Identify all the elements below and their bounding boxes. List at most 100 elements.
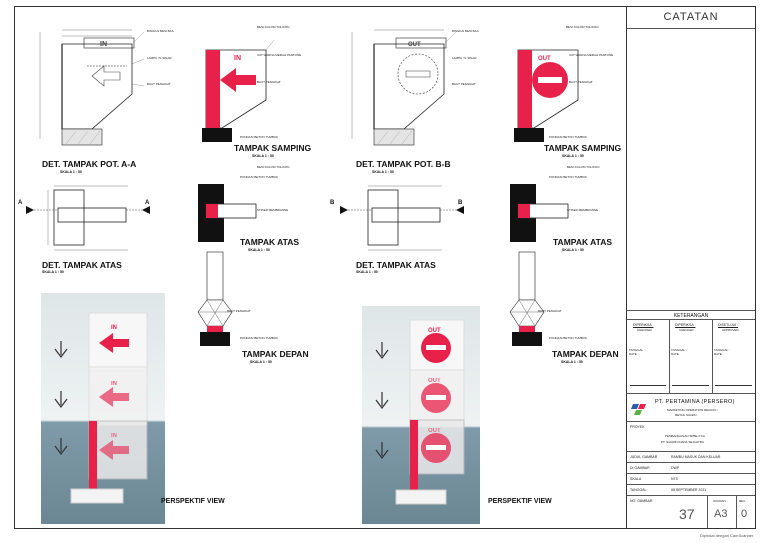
section-a-left: A bbox=[18, 200, 23, 206]
svg-text:IN: IN bbox=[111, 433, 117, 439]
scale-tampak-depan-in: SKALA 1 : 50 bbox=[250, 360, 272, 364]
approved-label: APPROVED bbox=[722, 328, 739, 332]
note-pondasi-a: PONDASI BETON TUMBUK bbox=[240, 135, 279, 139]
judul-value: RAMBU MASUK DAN KELUAR bbox=[671, 455, 721, 459]
note-pondasi-depan-b: PONDASI BETON TUMBUK bbox=[549, 336, 588, 340]
note-baut-b2: BAUT PENGIKAT bbox=[569, 80, 593, 84]
date-1-label: DATE bbox=[629, 352, 637, 356]
company-name: PT. PERTAMINA (PERSERO) bbox=[655, 399, 735, 405]
rev-value: 0 bbox=[741, 508, 748, 520]
det-pot-aa-drawing: IN bbox=[39, 29, 145, 146]
note-cat-b: CAT WARNA MERAH PANTONE bbox=[569, 53, 614, 57]
skala-label: SKALA bbox=[630, 477, 642, 481]
scale-det-tampak-atas-b: SKALA 1 : 50 bbox=[356, 270, 378, 274]
catatan-header: CATATAN bbox=[627, 6, 755, 29]
tanggal-1-label: TANGGAL : bbox=[629, 348, 645, 352]
label-tampak-depan-in: TAMPAK DEPAN bbox=[242, 349, 309, 359]
note-baut-b: BAUT PENGIKAT bbox=[452, 82, 476, 86]
digambar-value: DWP bbox=[671, 466, 680, 470]
svg-text:OUT: OUT bbox=[428, 378, 441, 384]
label-tampak-depan-out: TAMPAK DEPAN bbox=[552, 349, 619, 359]
label-perspektif-in: PERSPEKTIF VIEW bbox=[161, 498, 225, 505]
company-sub-2: RETAIL SALES I bbox=[675, 413, 698, 417]
diperiksa-1-label: DIPERIKSA : bbox=[633, 323, 654, 327]
digambar-row: DI GAMBAR DWP bbox=[627, 463, 755, 474]
scale-det-pot-bb: SKALA 1 : 50 bbox=[372, 170, 394, 174]
note-pondasi-atas-a: PONDASI BETON TUMBUK bbox=[240, 175, 279, 179]
tampak-atas-in-drawing bbox=[198, 184, 257, 242]
proyek-label: PROYEK bbox=[630, 425, 645, 429]
section-b-right: B bbox=[458, 200, 463, 206]
label-det-pot-bb: DET. TAMPAK POT. B-B bbox=[356, 159, 451, 169]
tanggal-value: 08 SEPTEMBER 2021 bbox=[671, 488, 707, 492]
judul-row: JUDUL GAMBAR RAMBU MASUK DAN KELUAR bbox=[627, 452, 755, 463]
date-3-label: DATE bbox=[714, 352, 722, 356]
note-besi-kolom-atas-b: BESI KOLOM TOLIKON bbox=[567, 165, 600, 169]
svg-text:IN: IN bbox=[111, 381, 117, 387]
tanggal-2-label: TANGGAL : bbox=[671, 348, 687, 352]
tampak-samping-out-drawing: OUT bbox=[514, 49, 579, 142]
note-baut-depan-b: BAUT PENGIKAT bbox=[538, 309, 562, 313]
keterangan-header: KETERANGAN bbox=[627, 310, 755, 320]
section-a-right: A bbox=[145, 200, 150, 206]
note-stiker-b: STIKER MEMBRANNE bbox=[567, 208, 599, 212]
svg-text:OUT: OUT bbox=[428, 328, 441, 334]
scale-det-tampak-atas-a: SKALA 1 : 50 bbox=[42, 270, 64, 274]
section-b-left: B bbox=[330, 200, 335, 206]
label-tampak-samping-out: TAMPAK SAMPING bbox=[544, 143, 622, 153]
note-besi-kolom-b: BESI KOLOM TOLIKON bbox=[566, 25, 599, 29]
skala-row: SKALA NTS bbox=[627, 474, 755, 485]
date-2-label: DATE bbox=[671, 352, 679, 356]
label-tampak-samping-in: TAMPAK SAMPING bbox=[234, 143, 312, 153]
note-besi-kolom-atas-a: BESI KOLOM TOLIKON bbox=[257, 165, 290, 169]
label-det-pot-aa: DET. TAMPAK POT. A-A bbox=[42, 159, 137, 169]
no-gambar-row: NO. GAMBAR 37 UKURAN A3 REV. 0 bbox=[627, 496, 755, 528]
drawing-area: IN BINGKAI BESI BAS LAMPU TL SINAR BAUT … bbox=[14, 6, 626, 529]
pertamina-logo bbox=[631, 404, 646, 415]
scale-tampak-atas-in: SKALA 1 : 50 bbox=[248, 248, 270, 252]
rev-label: REV. bbox=[739, 499, 746, 503]
tampak-atas-out-drawing bbox=[510, 184, 569, 242]
det-tampak-atas-b-drawing bbox=[340, 185, 464, 251]
tampak-depan-in-drawing bbox=[197, 251, 233, 346]
signatures-row: DIPERIKSA : CHECKED TANGGAL : DATE DIPER… bbox=[627, 320, 755, 394]
svg-text:IN: IN bbox=[111, 325, 117, 331]
tanggal-label: TANGGAL bbox=[630, 488, 647, 492]
note-baut-depan-a: BAUT PENGIKAT bbox=[227, 309, 251, 313]
checked-1-label: CHECKED bbox=[637, 328, 652, 332]
label-tampak-atas-out: TAMPAK ATAS bbox=[553, 237, 613, 247]
drawing-sheet-border bbox=[14, 6, 756, 529]
scale-tampak-samping-out: SKALA 1 : 50 bbox=[562, 154, 584, 158]
svg-text:OUT: OUT bbox=[428, 428, 441, 434]
note-pondasi-b: PONDASI BETON TUMBUK bbox=[549, 135, 588, 139]
skala-value: NTS bbox=[671, 477, 678, 481]
svg-text:IN: IN bbox=[234, 55, 241, 62]
tanggal-row: TANGGAL 08 SEPTEMBER 2021 bbox=[627, 485, 755, 496]
svg-text:OUT: OUT bbox=[538, 56, 551, 62]
proyek-line-2: PT. SAGRIN INADA SEJAHTRA bbox=[661, 440, 705, 444]
note-besi-kolom-a: BESI KOLOM TOLIKON bbox=[257, 25, 290, 29]
title-block: CATATAN KETERANGAN DIPERIKSA : CHECKED T… bbox=[626, 6, 756, 529]
label-perspektif-out: PERSPEKTIF VIEW bbox=[488, 498, 552, 505]
in-text-outline: IN bbox=[100, 41, 107, 48]
company-row: PT. PERTAMINA (PERSERO) MARKETING OPERAT… bbox=[627, 394, 755, 422]
digambar-label: DI GAMBAR bbox=[630, 466, 650, 470]
perspective-out-render: OUT OUT OUT bbox=[362, 306, 480, 524]
tanggal-3-label: TANGGAL : bbox=[714, 348, 730, 352]
svg-text:OUT: OUT bbox=[408, 42, 421, 48]
no-gambar-value: 37 bbox=[679, 506, 695, 522]
tampak-samping-in-drawing: IN bbox=[202, 39, 275, 142]
note-baut: BAUT PENGIKAT bbox=[147, 82, 171, 86]
scanner-watermark: Dipindai dengan CamScanner bbox=[700, 533, 754, 538]
company-sub-1: MARKETING OPERATION REGION I bbox=[667, 408, 718, 412]
note-stiker-a: STIKER MEMBRANNE bbox=[257, 208, 289, 212]
det-tampak-atas-a-drawing bbox=[26, 185, 150, 251]
diperiksa-2-label: DIPERIKSA : bbox=[675, 323, 696, 327]
judul-label: JUDUL GAMBAR bbox=[630, 455, 658, 459]
det-pot-bb-drawing: OUT bbox=[351, 29, 457, 146]
ukuran-value: A3 bbox=[714, 508, 728, 520]
label-det-tampak-atas-b: DET. TAMPAK ATAS bbox=[356, 260, 436, 270]
note-lampu: LAMPU TL SINAR bbox=[147, 56, 172, 60]
disetujui-label: DISETUJUI : bbox=[718, 323, 739, 327]
proyek-line-1: PEMBANGUNAN SPBE 3 KG bbox=[665, 434, 706, 438]
